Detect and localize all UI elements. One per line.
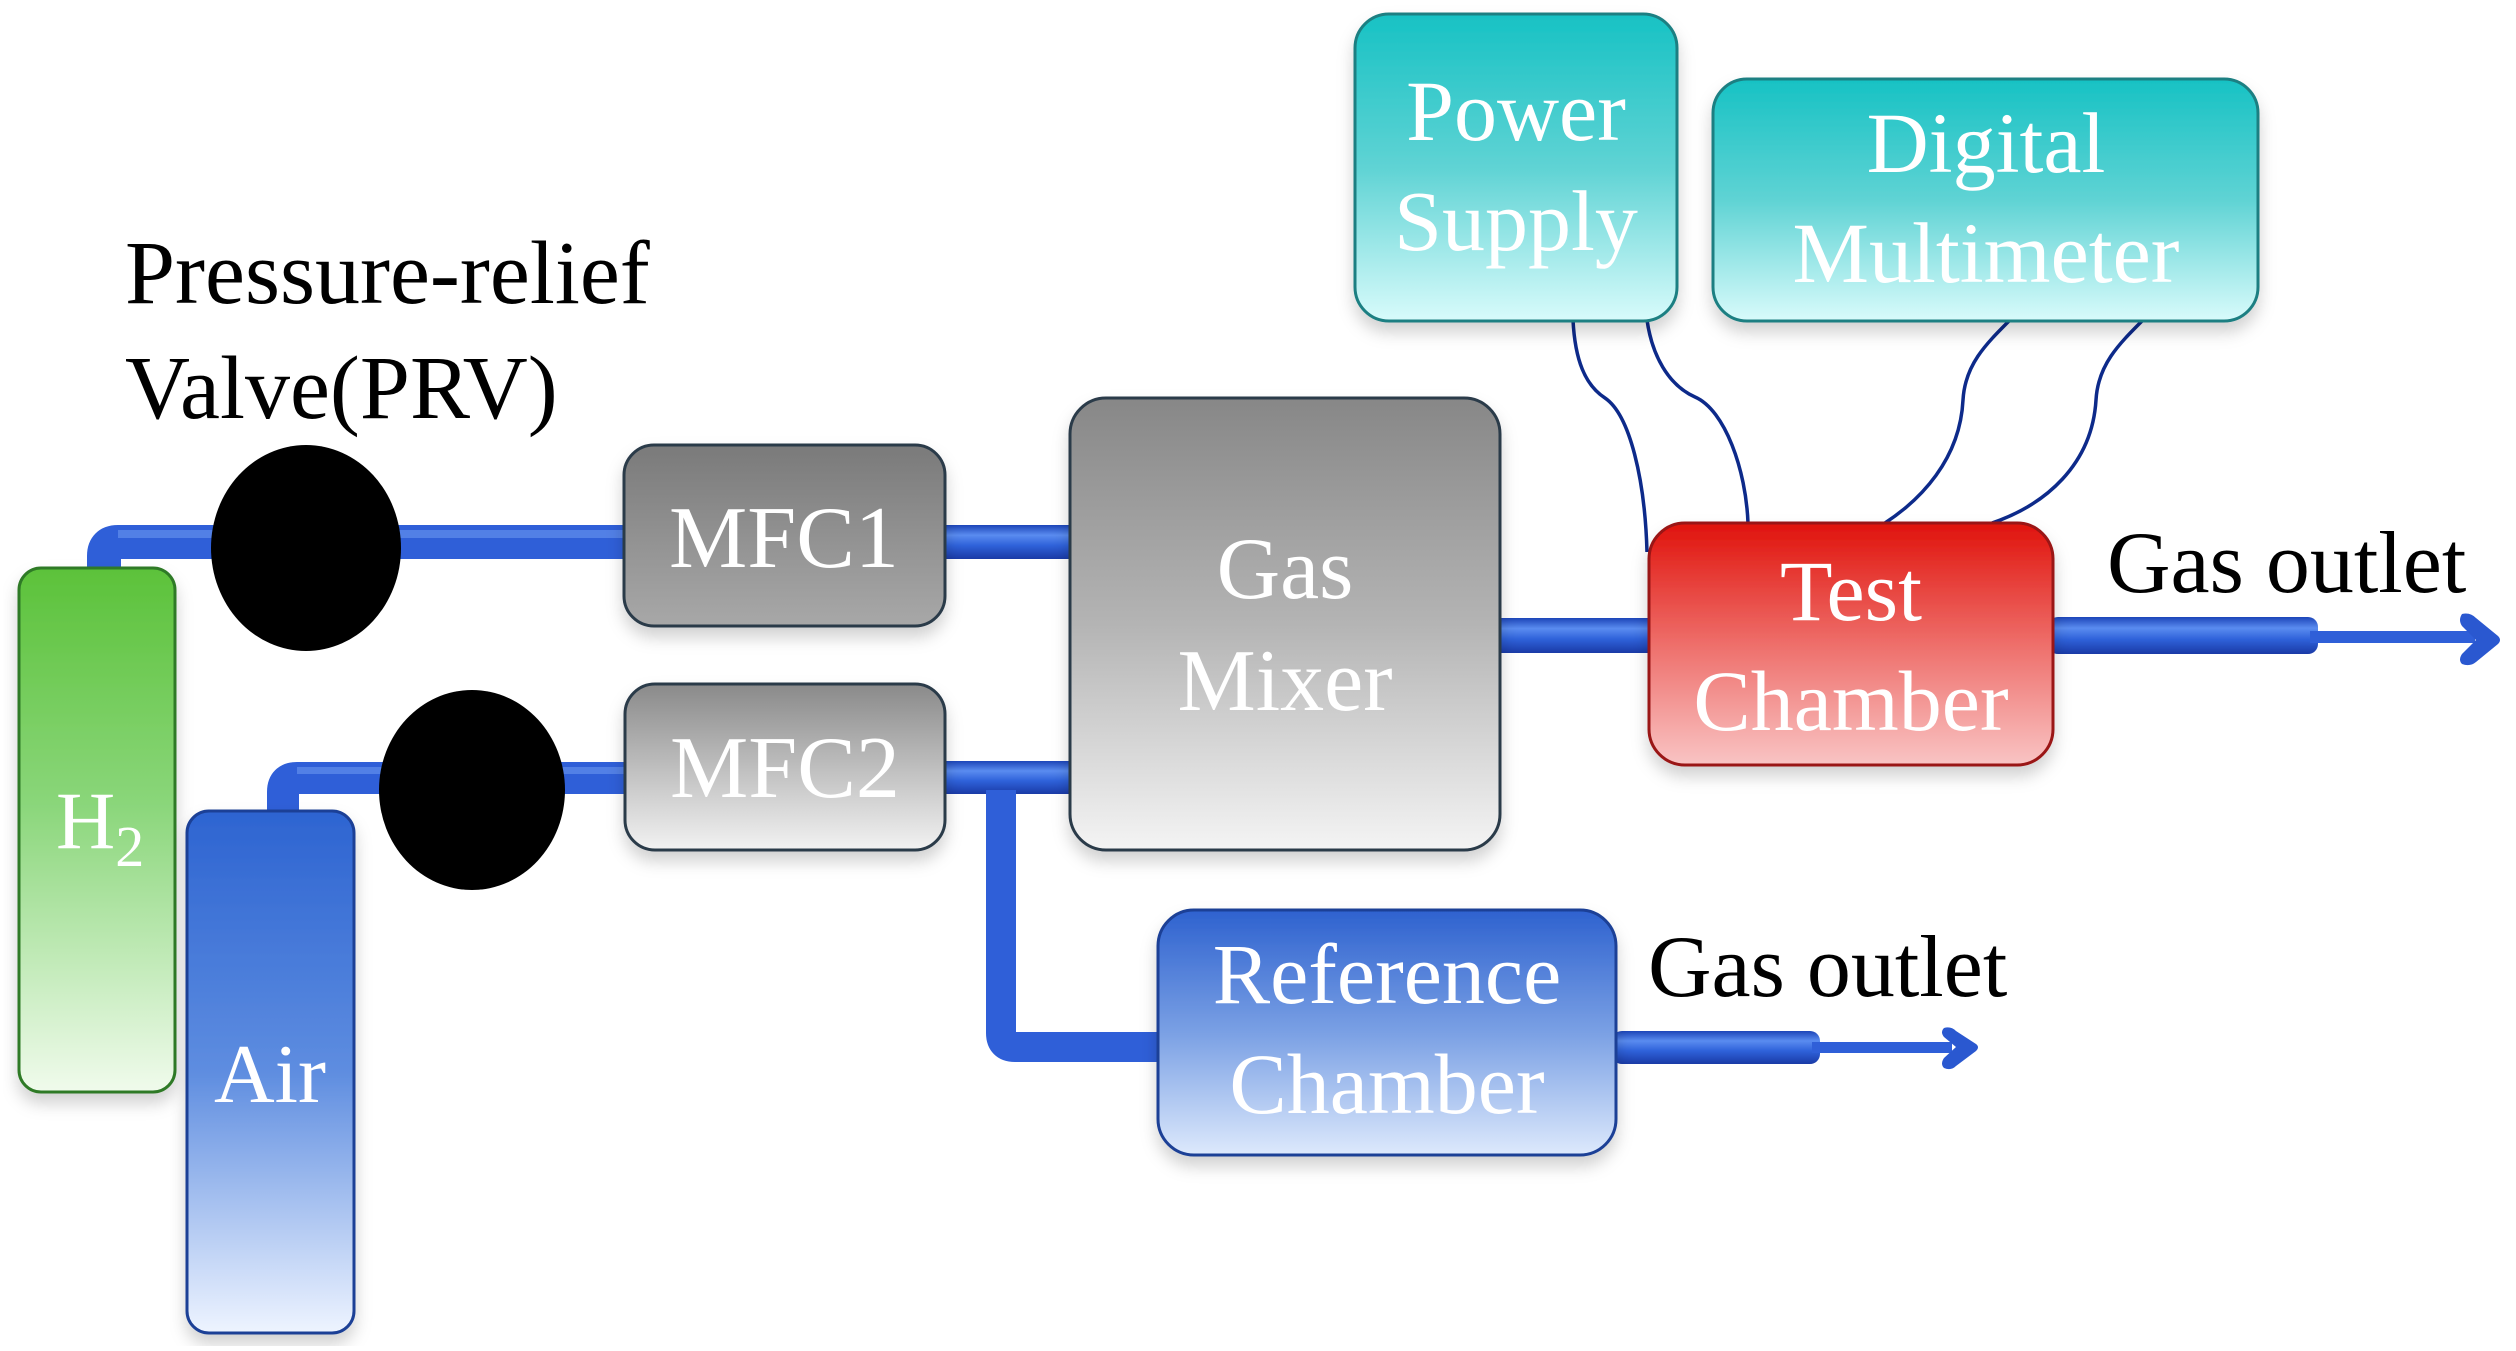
- test-chamber-label-line1: Test: [1780, 543, 1922, 639]
- pipe-test-outlet-thin: [2310, 631, 2475, 643]
- gas-mixer-box[interactable]: [1068, 396, 1502, 852]
- pipe-mfc2-mixer: [940, 761, 1075, 794]
- pipe-test-outlet: [2048, 617, 2318, 654]
- gas-mixer-label-line1: Gas: [1217, 521, 1354, 618]
- pipe-mfc1-mixer: [940, 525, 1075, 559]
- mfc1-label: MFC1: [669, 490, 899, 587]
- gas-outlet-label-reference: Gas outlet: [1648, 919, 2007, 1016]
- h2-tank-label: H2: [56, 775, 144, 879]
- digital-multimeter-box[interactable]: [1711, 77, 2260, 323]
- power-supply-label-line1: Power: [1406, 63, 1626, 159]
- wire-power-2: [1645, 319, 1750, 524]
- power-supply-label-line2: Supply: [1394, 173, 1638, 269]
- reference-chamber-label-line1: Reference: [1213, 926, 1562, 1022]
- mfc2-box[interactable]: [623, 682, 947, 852]
- air-tank-label: Air: [214, 1028, 326, 1121]
- pipe-air-riser: [267, 762, 630, 812]
- pipe-h2-riser: [87, 525, 630, 573]
- pipe-ref-outlet: [1612, 1031, 1820, 1064]
- wire-power-1: [1571, 319, 1649, 553]
- digital-multimeter-label-line2: Multimeter: [1793, 205, 2180, 301]
- gas-outlet-label-test: Gas outlet: [2107, 515, 2466, 612]
- reference-chamber-box[interactable]: [1156, 908, 1618, 1157]
- pipe-mixer-test: [1495, 618, 1655, 653]
- pressure-relief-valve-2[interactable]: [379, 690, 565, 890]
- pipe-branch-reference: [986, 790, 1165, 1062]
- pipe-ref-outlet-thin: [1812, 1042, 1952, 1053]
- mfc2-label: MFC2: [670, 720, 900, 817]
- h2-tank[interactable]: [17, 566, 177, 1094]
- pressure-relief-valve-1[interactable]: [211, 445, 401, 651]
- h2-subscript: 2: [115, 814, 144, 879]
- wire-dmm-2: [1991, 318, 2145, 525]
- test-chamber-label-line2: Chamber: [1693, 653, 2008, 749]
- arrow-head-test-outlet: [2460, 613, 2500, 666]
- power-supply-box[interactable]: [1353, 12, 1679, 323]
- test-chamber-box[interactable]: [1647, 521, 2055, 767]
- reference-chamber-label-line2: Chamber: [1229, 1036, 1544, 1132]
- wire-dmm-1: [1884, 318, 2012, 525]
- gas-mixer-label-line2: Mixer: [1177, 633, 1392, 730]
- electrical-wires: [1571, 318, 2145, 553]
- arrow-head-ref-outlet: [1942, 1027, 1978, 1070]
- digital-multimeter-label-line1: Digital: [1867, 95, 2106, 191]
- prv-label-line1: Pressure-relief: [125, 224, 650, 323]
- prv-label-line2: Valve(PRV): [125, 339, 558, 438]
- air-tank[interactable]: [185, 809, 356, 1335]
- mfc1-box[interactable]: [622, 443, 947, 628]
